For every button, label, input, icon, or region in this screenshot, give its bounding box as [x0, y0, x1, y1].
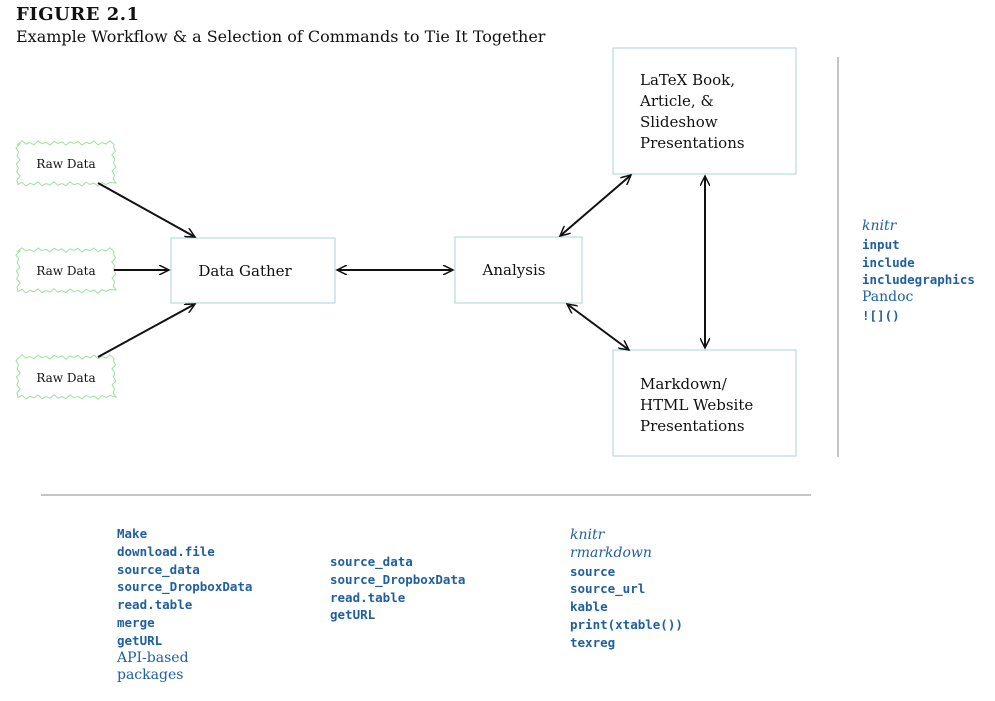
side-commands-item: Pandoc [862, 289, 914, 306]
markdown-label-line-3: Presentations [640, 417, 745, 435]
gather-commands-item: API-based [117, 649, 189, 666]
raw-data-label-1: Raw Data [36, 157, 95, 171]
arrow-analysis-markdown [567, 304, 629, 350]
presentation-commands-item: rmarkdown [570, 544, 652, 561]
arrow-raw1-to-gather [97, 182, 195, 238]
raw-data-border-1 [15, 140, 118, 187]
latex-label-line-2: Article, & [639, 92, 714, 110]
presentation-commands-item: knitr [570, 527, 605, 543]
data-gather-box [170, 237, 336, 304]
analysis-commands-item: source_data [330, 554, 413, 569]
raw-data-node-2: Raw Data [15, 247, 118, 294]
side-commands-item: knitr [862, 218, 897, 234]
analysis-node: Analysis [454, 236, 583, 304]
gather-commands-item: read.table [117, 597, 193, 613]
latex-box [612, 47, 797, 175]
raw-data-node-3: Raw Data [15, 354, 118, 400]
latex-node: LaTeX Book, Article, & Slideshow Present… [612, 47, 797, 175]
figure-label: FIGURE 2.1 [16, 4, 140, 25]
side-commands-item: input [862, 236, 900, 252]
gather-commands-item: source_DropboxData [117, 579, 253, 595]
latex-label-line-4: Presentations [640, 134, 745, 152]
raw-data-label-3: Raw Data [36, 371, 95, 385]
data-gather-node: Data Gather [170, 237, 336, 304]
markdown-node: Markdown/ HTML Website Presentations [612, 349, 797, 457]
analysis-box [454, 236, 583, 304]
gather-commands-list: Make download.file source_data source_Dropb… [117, 525, 252, 685]
markdown-label-line-1: Markdown/ [640, 375, 728, 393]
raw-data-border-2 [15, 247, 118, 294]
presentation-commands-item: source [570, 563, 616, 579]
gather-commands-item: merge [117, 614, 155, 630]
latex-label-line-3: Slideshow [640, 113, 718, 131]
side-commands-item: include [862, 254, 915, 270]
presentation-commands-item: source_url [570, 581, 646, 597]
gather-commands-item: getURL [117, 632, 163, 648]
side-commands-item: includegraphics [862, 272, 975, 288]
figure-caption: Example Workflow & a Selection of Comman… [16, 27, 546, 46]
latex-label-line-1: LaTeX Book, [640, 71, 735, 89]
markdown-box [612, 349, 797, 457]
presentation-commands-item: texreg [570, 634, 616, 650]
presentation-commands-item: kable [570, 599, 608, 615]
gather-commands-item: packages [117, 667, 184, 684]
gather-commands-item: source_data [117, 561, 200, 577]
markdown-label-line-2: HTML Website [640, 396, 753, 414]
markdown-label: Markdown/ HTML Website Presentations [640, 375, 758, 435]
analysis-commands-item: read.table [330, 589, 406, 605]
gather-commands-item: Make [117, 526, 148, 541]
analysis-commands-list: source_data source_DropboxData read.table g… [330, 553, 465, 624]
data-gather-label: Data Gather [198, 262, 292, 280]
analysis-commands-item: source_DropboxData [330, 571, 466, 587]
arrow-raw3-to-gather [97, 303, 195, 358]
arrow-analysis-latex [560, 175, 631, 236]
analysis-label: Analysis [482, 261, 546, 279]
raw-data-label-2: Raw Data [36, 264, 95, 278]
raw-data-node-1: Raw Data [15, 140, 118, 187]
latex-label: LaTeX Book, Article, & Slideshow Present… [639, 71, 745, 152]
raw-data-border-3 [15, 354, 118, 400]
side-commands-item: ![]() [862, 307, 900, 323]
gather-commands-item: download.file [117, 543, 215, 559]
analysis-commands-item: getURL [330, 607, 376, 623]
presentation-commands-item: print(xtable()) [570, 616, 683, 632]
